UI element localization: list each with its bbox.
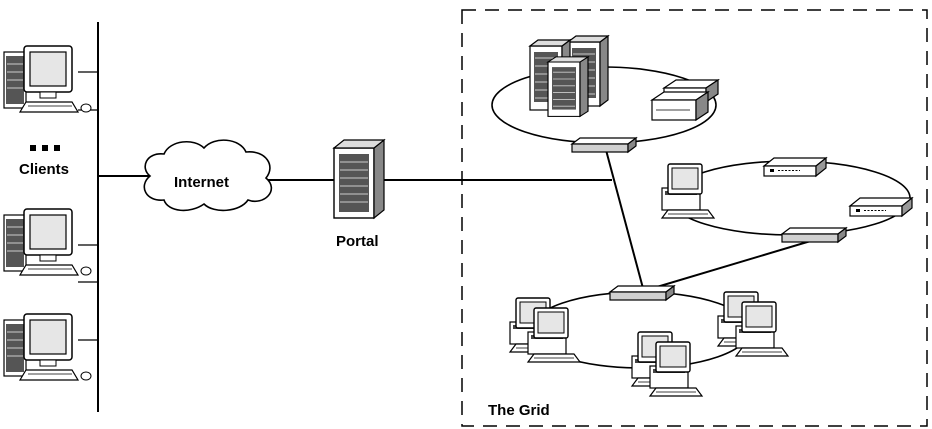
grid-switch-top[interactable] [571,137,637,153]
network-hub-icon [609,285,675,301]
portal-label: Portal [336,233,379,250]
clients-label: Clients [19,161,69,178]
grid-switch-right[interactable] [781,227,847,243]
desktop-computer-icon [3,45,92,113]
client-pc[interactable] [3,45,92,113]
network-hub-icon [781,227,847,243]
desktop-computer-icon [3,208,92,276]
grid-storage-box[interactable] [650,78,720,122]
workstation-icon [717,291,789,357]
network-hub-icon [571,137,637,153]
internet-label: Internet [174,174,229,191]
tower-server-icon [332,138,386,220]
link-grid-backbone [605,149,645,293]
server-box-icon [650,78,720,122]
grid-switch-bottom[interactable] [609,285,675,301]
router-icon [849,197,913,217]
server-cluster-icon [529,35,609,118]
network-links [78,22,815,412]
portal-server[interactable]: Portal [332,138,386,250]
grid-workstation-pair[interactable] [509,297,581,363]
desktop-computer-icon [3,313,92,381]
ellipsis-dots [30,145,60,151]
cloud-icon [143,139,273,212]
grid-boundary [461,9,928,427]
grid-server-cluster[interactable] [529,35,609,118]
client-pc[interactable] [3,313,92,381]
workstation-icon [509,297,581,363]
grid-router[interactable] [763,157,827,177]
client-pc[interactable] [3,208,92,276]
router-icon [763,157,827,177]
link-backbone-ring2 [639,239,815,293]
internet-cloud[interactable]: Internet [143,139,273,212]
grid-router[interactable] [849,197,913,217]
grid-workstation-pair[interactable] [717,291,789,357]
grid-label: The Grid [488,402,550,419]
